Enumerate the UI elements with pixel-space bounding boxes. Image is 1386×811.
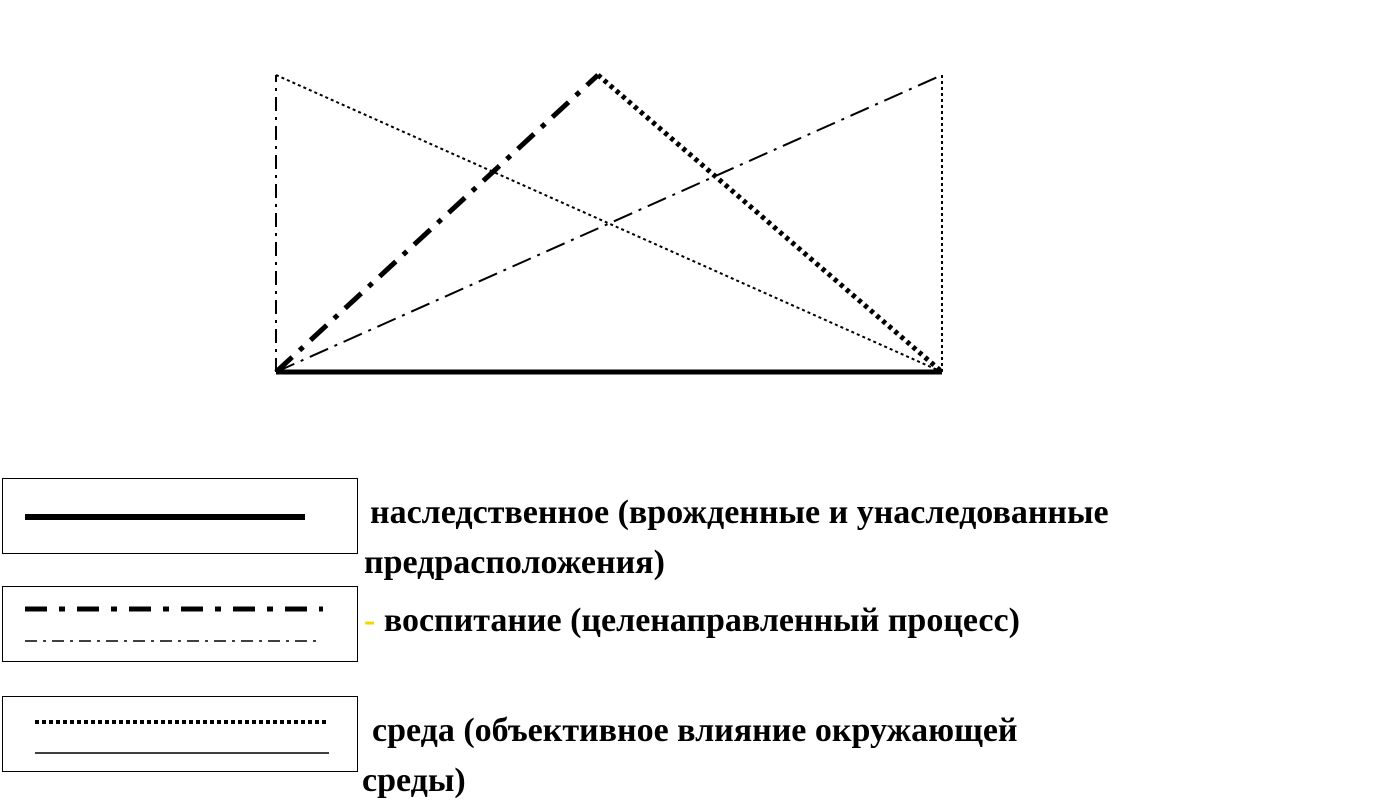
legend-environment-swatch bbox=[2, 696, 358, 772]
legend-heredity-label-line1: наследственное (врожденные и унаследован… bbox=[370, 494, 1109, 531]
factors-diagram bbox=[274, 73, 944, 375]
legend-upbringing-dash: - bbox=[364, 602, 376, 639]
environment-thin-dotted-line bbox=[275, 74, 943, 373]
legend-environment-label-line2: среды) bbox=[362, 762, 466, 799]
upbringing-bold-line bbox=[274, 73, 600, 374]
legend-heredity-swatch bbox=[2, 478, 358, 554]
legend-upbringing-label: - воспитание (целенаправленный процесс) bbox=[364, 596, 1020, 646]
legend-upbringing-swatch bbox=[2, 586, 358, 662]
legend-heredity-label-line2: предрасположения) bbox=[364, 544, 665, 581]
legend-upbringing-text: воспитание (целенаправленный процесс) bbox=[383, 602, 1020, 639]
environment-bold-dotted-line bbox=[596, 73, 944, 374]
legend-environment-label-line1: среда (объективное влияние окружающей bbox=[372, 712, 1018, 749]
upbringing-diagonal-line bbox=[275, 74, 943, 373]
